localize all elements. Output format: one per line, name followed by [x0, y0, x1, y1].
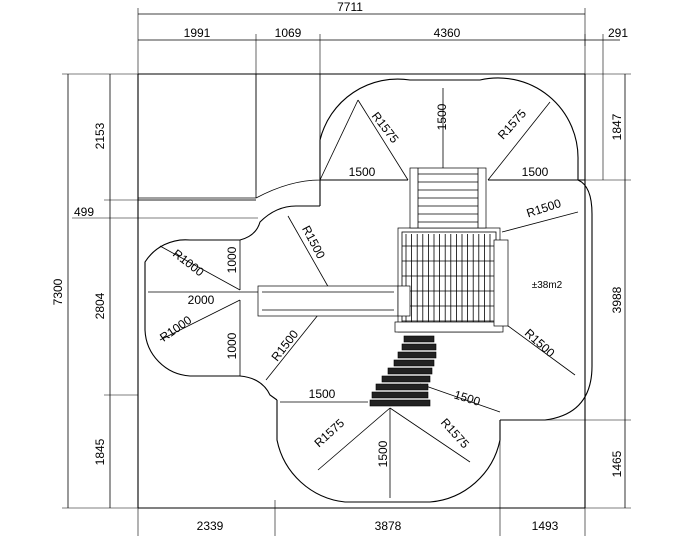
dim-right-2: 3988 — [610, 286, 624, 313]
dim-left-2: 499 — [74, 205, 94, 219]
dim-bottom-3: 1493 — [532, 519, 559, 533]
dim-bottom-2: 3878 — [375, 519, 402, 533]
dim-top-1: 1991 — [184, 26, 211, 40]
dim-right-3: 1465 — [610, 450, 624, 477]
top-dimension-chain: 7711 1991 1069 4360 291 — [137, 0, 628, 190]
dim-top-4: 291 — [608, 26, 628, 40]
label-r1575-bottom-right: R1575 — [438, 415, 472, 451]
step-board — [381, 375, 431, 383]
step-board — [371, 391, 429, 399]
step-board — [397, 351, 437, 359]
site-boundary — [137, 73, 586, 509]
safety-zone-outline — [144, 77, 593, 503]
label-r1575-top-right: R1575 — [495, 106, 529, 142]
step-board — [393, 359, 435, 367]
label-r1575-top-left: R1575 — [369, 109, 402, 146]
label-r1500-left-lower: R1500 — [268, 327, 301, 364]
dim-right-1: 1847 — [610, 113, 624, 140]
label-r1000-left-lower: R1000 — [157, 313, 194, 345]
step-board — [387, 367, 433, 375]
radius-guides — [148, 88, 579, 498]
label-w1500-top-right: 1500 — [522, 165, 549, 179]
dim-left-total: 7300 — [51, 278, 65, 305]
right-dimension-chain: 1847 3988 1465 — [500, 73, 631, 509]
label-w1500-bottom-left: 1500 — [309, 387, 336, 401]
label-v1000-left-lower: 1000 — [225, 332, 239, 359]
label-area: ±38m2 — [532, 280, 563, 291]
spiral-steps — [369, 335, 437, 407]
step-board — [369, 399, 431, 407]
step-board — [401, 343, 437, 351]
dim-bottom-1: 2339 — [197, 519, 224, 533]
label-v1000-left-upper: 1000 — [225, 246, 239, 273]
step-board — [403, 335, 435, 343]
step-board — [375, 383, 429, 391]
label-w1500-bottom-right: 1500 — [452, 388, 482, 409]
label-w2000-left: 2000 — [188, 293, 215, 307]
dim-top-3: 4360 — [434, 26, 461, 40]
label-h1500-top: 1500 — [435, 103, 449, 130]
label-w1500-top-left: 1500 — [349, 165, 376, 179]
climbing-ladder — [409, 167, 487, 229]
label-r1000-left-upper: R1000 — [170, 246, 207, 279]
left-dimension-chain: 7300 2153 499 2804 1845 — [51, 73, 258, 509]
bottom-dimension-chain: 2339 3878 1493 — [137, 395, 586, 536]
label-r1575-bottom-left: R1575 — [311, 416, 347, 450]
dim-top-2: 1069 — [275, 26, 302, 40]
dim-left-3: 2804 — [93, 292, 107, 319]
slide — [257, 285, 411, 317]
label-r1500-left-upper: R1500 — [299, 223, 328, 261]
dim-left-4: 1845 — [93, 438, 107, 465]
label-h1500-bottom: 1500 — [376, 440, 390, 467]
label-r1500-right-lower: R1500 — [522, 326, 558, 360]
label-r1500-right-upper: R1500 — [525, 196, 563, 220]
dim-top-total: 7711 — [337, 0, 363, 14]
play-tower — [394, 227, 509, 333]
dim-left-1: 2153 — [93, 122, 107, 149]
